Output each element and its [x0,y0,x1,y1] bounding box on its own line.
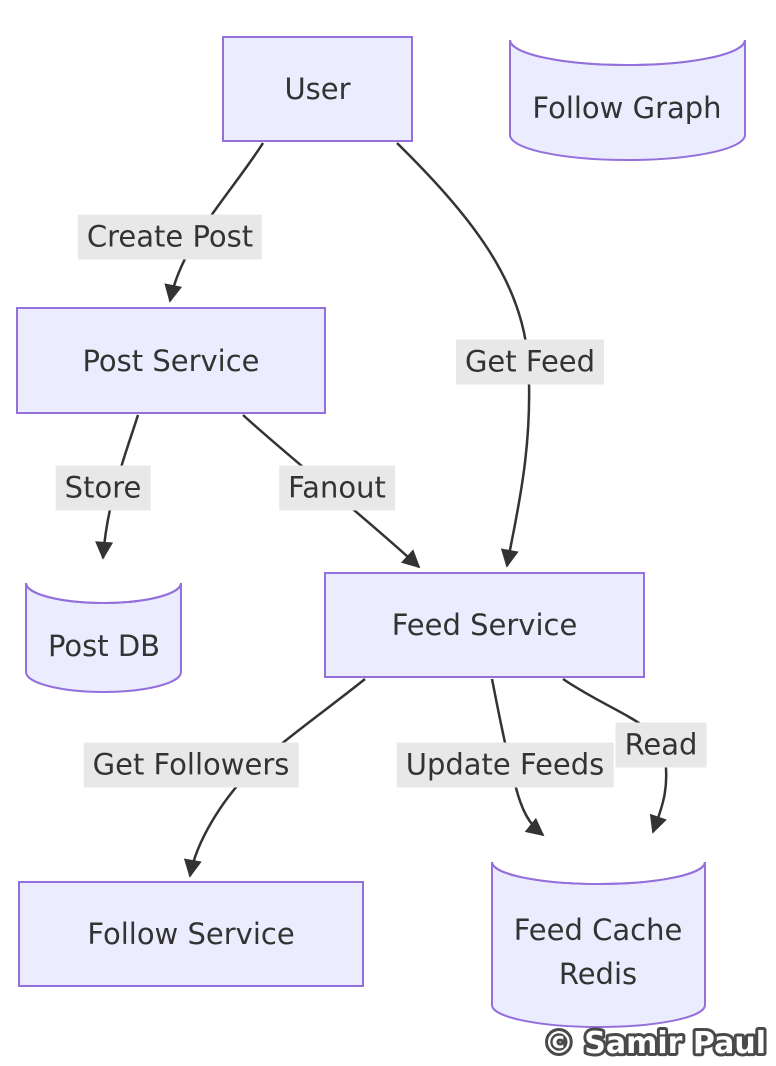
node-user: User [222,36,413,142]
watermark-text: © Samir Paul [544,1026,766,1061]
edge-label-store: Store [55,465,151,511]
node-follow-service: Follow Service [18,881,364,987]
node-feed-service: Feed Service [324,572,645,678]
node-post-service: Post Service [16,307,326,414]
edge-label-fanout: Fanout [279,465,395,511]
edge-label-get-followers: Get Followers [83,742,299,788]
node-post-db-label: Post DB [47,629,161,663]
edge-label-get-feed: Get Feed [455,339,605,385]
node-post-service-label: Post Service [82,343,260,378]
node-post-db-cylinder [25,582,182,693]
edge-label-read: Read [615,722,707,768]
node-follow-graph-cylinder [509,39,746,161]
node-follow-graph-label: Follow Graph [532,91,722,125]
node-feed-service-label: Feed Service [391,608,578,642]
node-feed-cache-label-line1: Feed Cache [513,913,683,947]
node-user-label: User [284,72,351,106]
edge-label-create-post: Create Post [77,214,263,260]
node-feed-cache-label-line2: Redis [558,957,638,991]
node-feed-cache-cylinder [491,861,706,1028]
edge-label-update-feeds: Update Feeds [396,742,614,788]
node-feed-cache-label: Feed Cache Redis [514,908,683,996]
watermark: © Samir Paul [541,1023,769,1064]
node-follow-service-label: Follow Service [87,917,295,951]
edge-feed-service-to-feed-cache-update [490,678,545,837]
